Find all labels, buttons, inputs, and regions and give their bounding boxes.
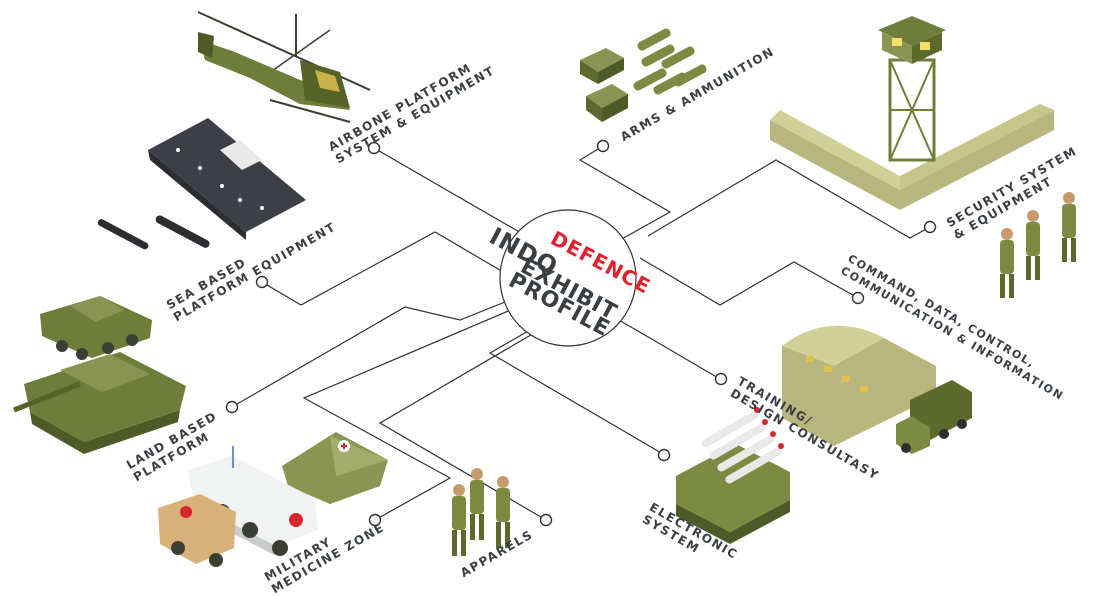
node-arms — [596, 139, 610, 153]
infantry-soldiers-icon — [452, 468, 510, 556]
connector-apparels — [378, 317, 561, 521]
node-security — [923, 220, 937, 234]
connector-command — [639, 257, 859, 306]
soldiers-patrol-icon — [1000, 192, 1076, 298]
connector-lines — [231, 145, 929, 521]
connector-medicine — [302, 305, 521, 521]
hangar-truck-icon — [782, 325, 972, 454]
node-apparels — [539, 513, 553, 527]
connector-electronic — [488, 329, 664, 455]
connector-airborne — [373, 147, 541, 245]
ammunition-icon — [580, 28, 707, 122]
node-command — [851, 291, 865, 305]
connector-nodes — [225, 139, 937, 527]
connector-training — [609, 314, 721, 380]
medical-vehicles-icon — [158, 432, 388, 567]
node-land — [225, 400, 239, 414]
rocket-launcher-icon — [676, 407, 790, 544]
node-electronic — [657, 448, 671, 462]
connector-sea — [261, 231, 511, 306]
node-sea — [255, 275, 269, 289]
node-medicine — [368, 513, 382, 527]
node-training — [714, 372, 728, 386]
connector-security — [647, 159, 929, 239]
connector-arms — [578, 145, 672, 241]
watchtower-icon — [770, 16, 1054, 210]
hub-circle — [499, 209, 637, 347]
connector-land — [231, 295, 521, 408]
aircraft-carrier-icon — [97, 118, 306, 250]
node-airborne — [367, 141, 381, 155]
tank-icon — [13, 296, 186, 454]
helicopter-icon — [197, 11, 371, 123]
